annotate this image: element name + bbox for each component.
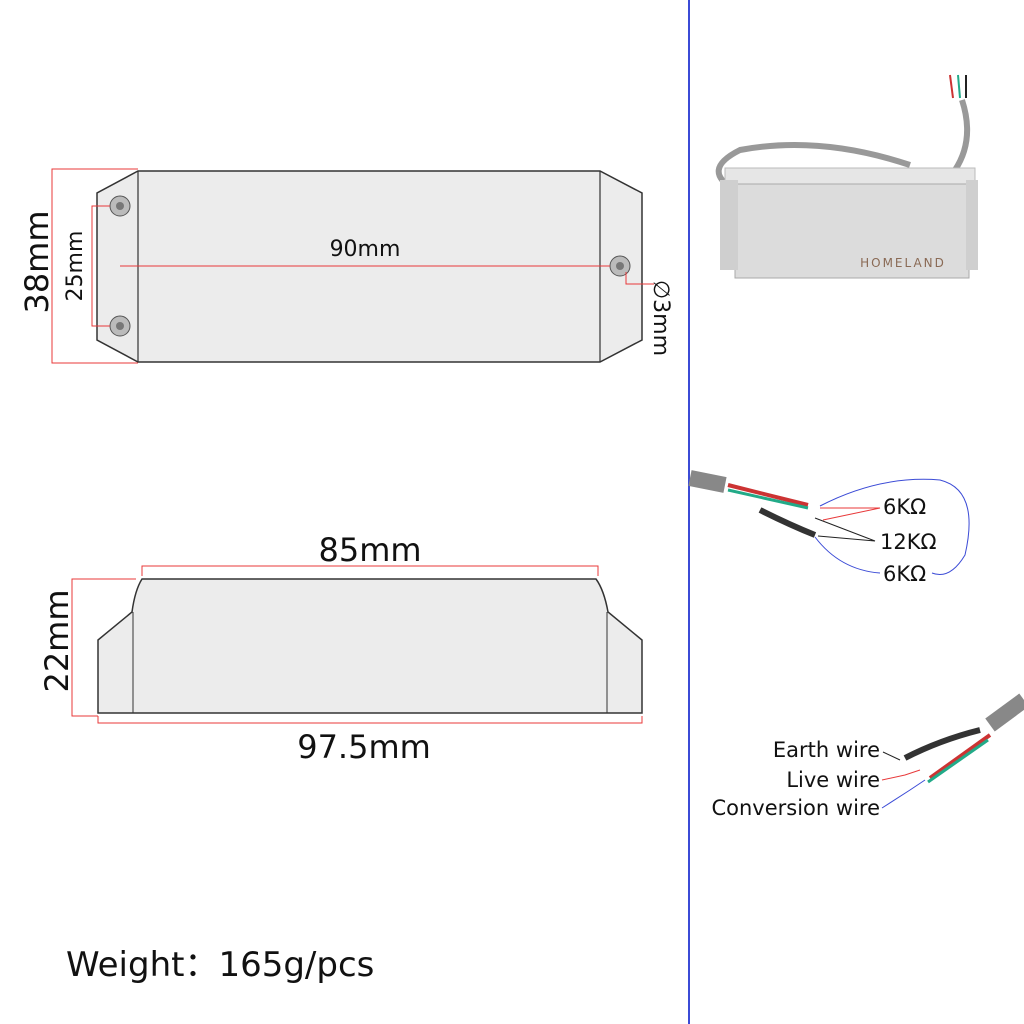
side-height-label: 22mm [38,589,76,692]
top-length-label: 85mm [318,531,421,569]
resistance-label: 6KΩ [883,562,926,586]
top-height-label: 38mm [18,210,56,313]
resistance-label: 6KΩ [883,495,926,519]
top-view-drawing [51,168,654,364]
bottom-length-label: 97.5mm [297,728,431,766]
earth-wire-label: Earth wire [773,738,880,762]
side-view-drawing [71,565,643,724]
hole-spacing-label: 25mm [63,231,88,302]
weight-label: Weight：165g/pcs [66,945,374,985]
product-photo [715,74,978,279]
brand-logo: HOMELAND [860,256,946,270]
mounting-hole [609,255,631,277]
mounting-hole [109,195,131,217]
live-wire-label: Live wire [786,768,880,792]
mounting-hole [109,315,131,337]
conversion-wire-label: Conversion wire [711,796,880,820]
wiring-photo [881,693,1024,809]
resistance-wire-photo [688,470,970,575]
resistance-label: 12KΩ [880,530,937,554]
hole-diameter-label: ∅3mm [648,280,673,356]
length-label: 90mm [330,237,401,262]
